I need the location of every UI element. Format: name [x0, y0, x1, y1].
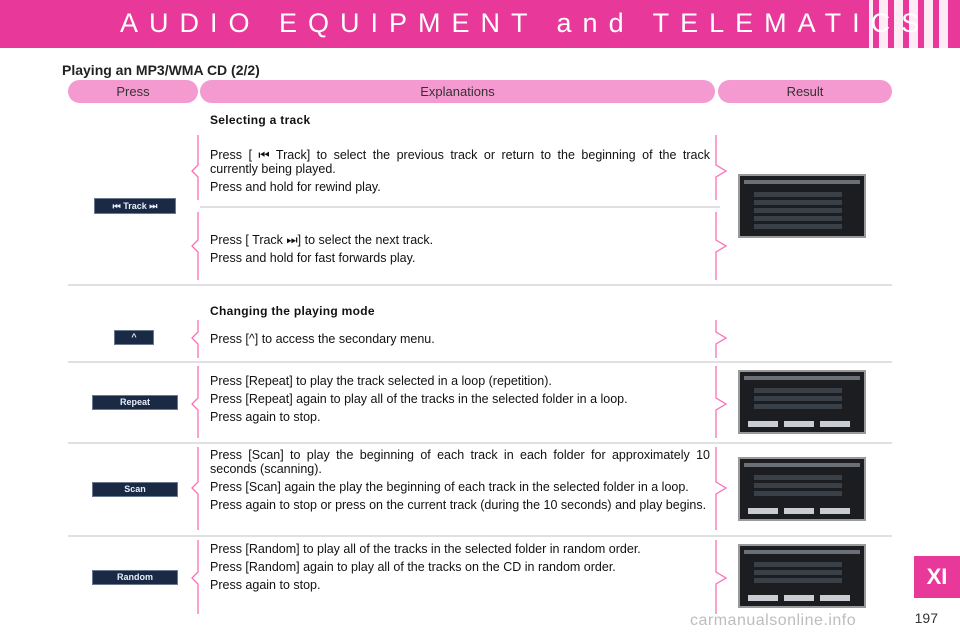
divider	[68, 284, 892, 286]
repeat-line-1: Press [Repeat] to play the track selecte…	[210, 374, 552, 388]
track-screen-result	[738, 174, 866, 238]
scan-button[interactable]: Scan	[92, 482, 178, 497]
mode-up-text: Press [^] to access the secondary menu.	[210, 332, 710, 350]
mode-heading: Changing the playing mode	[210, 304, 375, 318]
column-header-result: Result	[718, 80, 892, 103]
scan-line-3: Press again to stop or press on the curr…	[210, 498, 707, 512]
random-line-3: Press again to stop.	[210, 578, 321, 592]
header-stripes	[869, 0, 960, 48]
random-text: Press [Random] to play all of the tracks…	[210, 542, 710, 596]
track-prev-line-2: Press and hold for rewind play.	[210, 180, 381, 194]
track-heading: Selecting a track	[210, 113, 311, 127]
track-next-line-1: Press [ Track ⏭] to select the next trac…	[210, 233, 434, 247]
mode-up-line: Press [^] to access the secondary menu.	[210, 332, 435, 346]
scan-text: Press [Scan] to play the beginning of ea…	[210, 448, 710, 516]
track-next-text: Press [ Track ⏭] to select the next trac…	[210, 233, 710, 269]
track-button[interactable]: ⏮ Track ⏭	[94, 198, 176, 214]
up-button[interactable]: ^	[114, 330, 154, 345]
track-next-line-2: Press and hold for fast forwards play.	[210, 251, 416, 265]
repeat-text: Press [Repeat] to play the track selecte…	[210, 374, 710, 428]
repeat-line-2: Press [Repeat] again to play all of the …	[210, 392, 628, 406]
track-prev-text: Press [ ⏮ Track] to select the previous …	[210, 148, 710, 198]
repeat-screen-result	[738, 370, 866, 434]
column-header-explanations: Explanations	[200, 80, 715, 103]
scan-line-2: Press [Scan] again the play the beginnin…	[210, 480, 689, 494]
random-button[interactable]: Random	[92, 570, 178, 585]
random-line-2: Press [Random] again to play all of the …	[210, 560, 616, 574]
scan-line-1: Press [Scan] to play the beginning of ea…	[210, 448, 710, 476]
divider	[68, 442, 892, 444]
watermark-text: carmanualsonline.info	[690, 612, 857, 629]
repeat-button[interactable]: Repeat	[92, 395, 178, 410]
chapter-tab: XI	[914, 556, 960, 598]
section-title: Playing an MP3/WMA CD (2/2)	[62, 62, 260, 78]
scan-screen-result	[738, 457, 866, 521]
page-number: 197	[914, 610, 938, 626]
header-banner: AUDIO EQUIPMENT and TELEMATICS	[0, 0, 960, 48]
divider	[68, 361, 892, 363]
column-header-press: Press	[68, 80, 198, 103]
divider	[68, 535, 892, 537]
random-line-1: Press [Random] to play all of the tracks…	[210, 542, 641, 556]
random-screen-result	[738, 544, 866, 608]
track-prev-line-1: Press [ ⏮ Track] to select the previous …	[210, 148, 710, 176]
divider	[200, 206, 720, 208]
header-title: AUDIO EQUIPMENT and TELEMATICS	[120, 8, 931, 38]
repeat-line-3: Press again to stop.	[210, 410, 321, 424]
